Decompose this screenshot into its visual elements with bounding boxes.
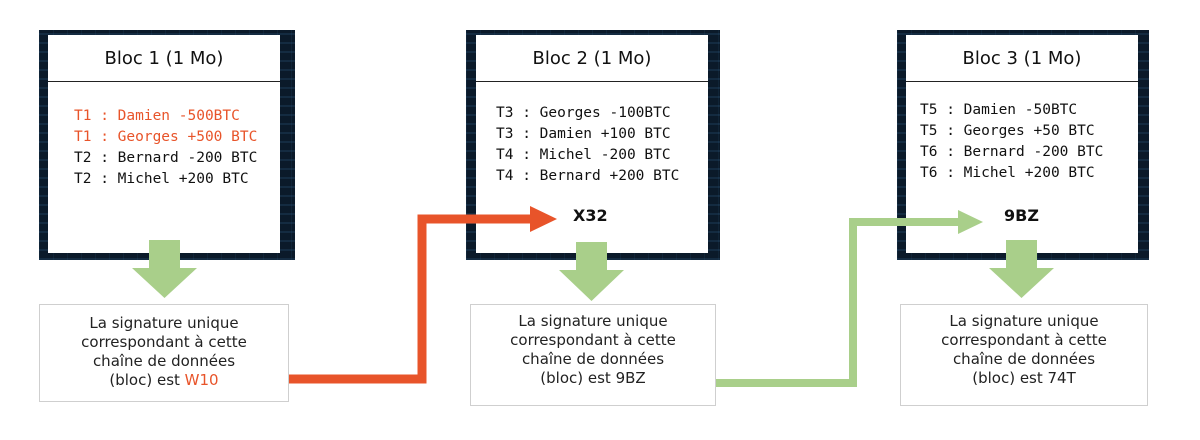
transaction-row: T2 : Michel +200 BTC (74, 171, 249, 187)
transaction-row: T5 : Damien -50BTC (920, 102, 1078, 118)
signature-line: correspondant à cette (941, 331, 1107, 349)
down-arrow-block-3 (989, 240, 1054, 298)
block-1: Bloc 1 (1 Mo) T1 : Damien -500BTC T1 : G… (48, 35, 280, 253)
transaction-row: T6 : Bernard -200 BTC (920, 144, 1104, 160)
transaction-row: T5 : Georges +50 BTC (920, 123, 1095, 139)
signature-line: (bloc) est 74T (972, 369, 1076, 387)
down-arrow-block-1 (132, 240, 197, 298)
signature-line: (bloc) est 9BZ (540, 369, 646, 387)
signature-line: correspondant à cette (81, 333, 247, 351)
signature-box-3: La signature unique correspondant à cett… (900, 304, 1148, 406)
transaction-row: T4 : Bernard +200 BTC (496, 168, 680, 184)
signature-line: La signature unique (949, 312, 1099, 330)
transaction-row: T1 : Damien -500BTC (74, 108, 240, 124)
transaction-row: T3 : Georges -100BTC (496, 105, 671, 121)
link-arrowhead-green (958, 210, 983, 234)
block-2-previous-hash: X32 (573, 206, 608, 225)
block-3-previous-hash: 9BZ (1004, 206, 1039, 225)
signature-line: correspondant à cette (510, 331, 676, 349)
signature-line-final: (bloc) est W10 (109, 371, 219, 389)
down-arrow-block-2 (559, 242, 624, 301)
signature-line: La signature unique (89, 314, 239, 332)
block-3-transactions: T5 : Damien -50BTC T5 : Georges +50 BTC … (920, 100, 1103, 184)
signature-code: W10 (184, 371, 219, 389)
transaction-row: T4 : Michel -200 BTC (496, 147, 671, 163)
block-1-title: Bloc 1 (1 Mo) (48, 35, 280, 82)
link-arrow-9bz-to-block-3 (716, 218, 963, 387)
link-arrow-w10-to-block-2 (289, 214, 535, 384)
signature-box-1: La signature unique correspondant à cett… (39, 304, 289, 402)
block-2-title: Bloc 2 (1 Mo) (476, 35, 708, 82)
transaction-row: T1 : Georges +500 BTC (74, 129, 258, 145)
signature-box-2: La signature unique correspondant à cett… (470, 304, 716, 406)
block-3-title: Bloc 3 (1 Mo) (906, 35, 1138, 82)
block-3: Bloc 3 (1 Mo) T5 : Damien -50BTC T5 : Ge… (906, 35, 1138, 253)
signature-line: chaîne de données (521, 350, 665, 368)
signature-line: chaîne de données (952, 350, 1096, 368)
transaction-row: T6 : Michel +200 BTC (920, 165, 1095, 181)
block-2-transactions: T3 : Georges -100BTC T3 : Damien +100 BT… (496, 103, 679, 187)
transaction-row: T3 : Damien +100 BTC (496, 126, 671, 142)
block-1-transactions: T1 : Damien -500BTC T1 : Georges +500 BT… (74, 106, 257, 190)
signature-line: La signature unique (518, 312, 668, 330)
signature-line: chaîne de données (92, 352, 236, 370)
link-arrowhead-orange (530, 206, 557, 232)
transaction-row: T2 : Bernard -200 BTC (74, 150, 258, 166)
